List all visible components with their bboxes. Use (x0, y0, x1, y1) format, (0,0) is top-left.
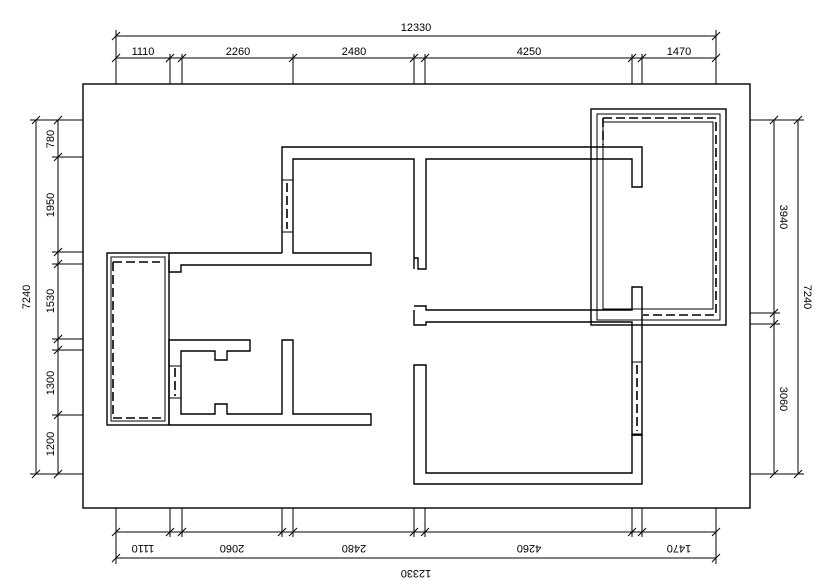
top-dim-3: 2480 (342, 46, 366, 58)
bottom-dim-5: 1470 (667, 542, 691, 554)
right-dimensions: 7240 3940 3060 (750, 115, 813, 479)
right-dim-2: 3060 (777, 387, 789, 411)
left-dim-5: 1200 (45, 432, 57, 456)
bottom-dim-2: 2060 (220, 542, 244, 554)
bottom-dim-1: 1110 (132, 542, 155, 554)
left-dimensions: 7240 780 1950 1530 1300 1200 (21, 115, 83, 479)
top-dim-1: 1110 (132, 46, 155, 58)
left-dim-4: 1300 (45, 371, 57, 395)
right-dim-1: 3940 (777, 205, 789, 229)
left-dim-1: 780 (45, 130, 57, 148)
drawing-frame (82, 83, 751, 509)
top-dim-4: 4250 (517, 46, 541, 58)
right-total-dimension: 7240 (801, 285, 813, 309)
walls (106, 108, 727, 485)
bottom-dimensions: 12330 1110 2060 2480 4260 1470 (111, 508, 721, 579)
left-dim-3: 1530 (45, 289, 57, 313)
top-dimensions: 12330 1110 2260 2480 4250 1470 (111, 22, 721, 84)
left-dim-2: 1950 (45, 193, 57, 217)
bottom-dim-4: 4260 (517, 542, 541, 554)
left-total-dimension: 7240 (21, 285, 33, 309)
top-total-dimension: 12330 (401, 22, 432, 34)
bottom-total-dimension: 12330 (401, 567, 432, 579)
bottom-dim-3: 2480 (342, 542, 366, 554)
top-dim-2: 2260 (226, 46, 250, 58)
top-dim-5: 1470 (667, 46, 691, 58)
